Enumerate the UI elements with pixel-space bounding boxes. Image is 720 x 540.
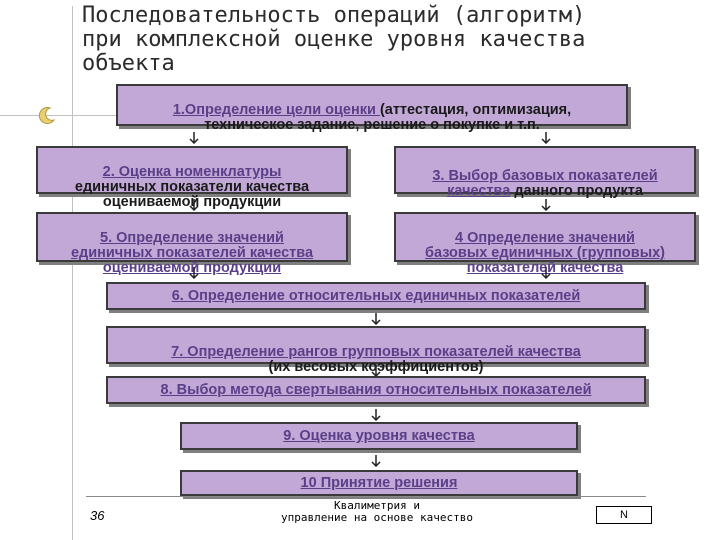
- arrow-2-5-icon: [189, 199, 199, 211]
- step-8-link: 8. Выбор метода свертывания относительны…: [160, 382, 592, 398]
- step-2-text: единичных показатели качества оцениваемо…: [74, 179, 310, 210]
- arrow-8-9-icon: [371, 409, 381, 421]
- step-4-link: 4 Определение значений базовых единичных…: [425, 230, 665, 276]
- step-1-box: 1.Определение цели оценки (аттестация, о…: [116, 84, 628, 133]
- page-number: 36: [90, 508, 105, 523]
- arrow-1-3-icon: [541, 132, 551, 144]
- step-3-text: данного продукта: [510, 183, 643, 199]
- arrow-5-6-icon: [189, 267, 199, 279]
- step-1-text: (аттестация, оптимизация, техническое за…: [204, 102, 572, 133]
- arrow-6-7-icon: [371, 313, 381, 325]
- step-10-link: 10 Принятие решения: [300, 475, 458, 491]
- step-4-box: 4 Определение значений базовых единичных…: [394, 212, 696, 276]
- step-7-link: 7. Определение рангов групповых показате…: [171, 344, 581, 360]
- page-title: Последовательность операций (алгоритм) п…: [82, 3, 586, 76]
- step-1-link: 1.Определение цели оценки: [172, 102, 380, 118]
- step-3-box: 3. Выбор базовых показателей качества да…: [394, 146, 696, 199]
- arrow-3-4-icon: [541, 199, 551, 211]
- step-3-link: 3. Выбор базовых показателей качества: [432, 168, 658, 199]
- step-7-text: (их весовых коэффициентов): [268, 359, 484, 375]
- arrow-1-2-icon: [189, 132, 199, 144]
- vertical-guide-line: [72, 6, 73, 540]
- step-2-box: 2. Оценка номенклатуры единичных показат…: [36, 146, 348, 207]
- footer-caption: Квалиметрия и управление на основе качес…: [280, 499, 474, 524]
- step-6-box: 6. Определение относительных единичных п…: [106, 282, 646, 310]
- arrow-4-6-icon: [541, 267, 551, 279]
- step-7-box: 7. Определение рангов групповых показате…: [106, 326, 646, 375]
- step-5-box: 5. Определение значений единичных показа…: [36, 212, 348, 276]
- horizontal-guide-line: [0, 115, 150, 116]
- step-2-link: 2. Оценка номенклатуры: [102, 164, 282, 180]
- crescent-icon: [38, 107, 56, 124]
- step-8-box: 8. Выбор метода свертывания относительны…: [106, 376, 646, 404]
- step-9-link: 9. Оценка уровня качества: [283, 428, 475, 444]
- footer-bar: [86, 496, 646, 531]
- step-9-box: 9. Оценка уровня качества: [180, 422, 578, 450]
- step-5-link: 5. Определение значений единичных показа…: [70, 230, 314, 276]
- step-10-box: 10 Принятие решения: [180, 470, 578, 496]
- arrow-7-8-icon: [371, 365, 381, 377]
- footer-logo: N: [596, 506, 652, 524]
- step-6-link: 6. Определение относительных единичных п…: [171, 288, 581, 304]
- arrow-9-10-icon: [371, 455, 381, 467]
